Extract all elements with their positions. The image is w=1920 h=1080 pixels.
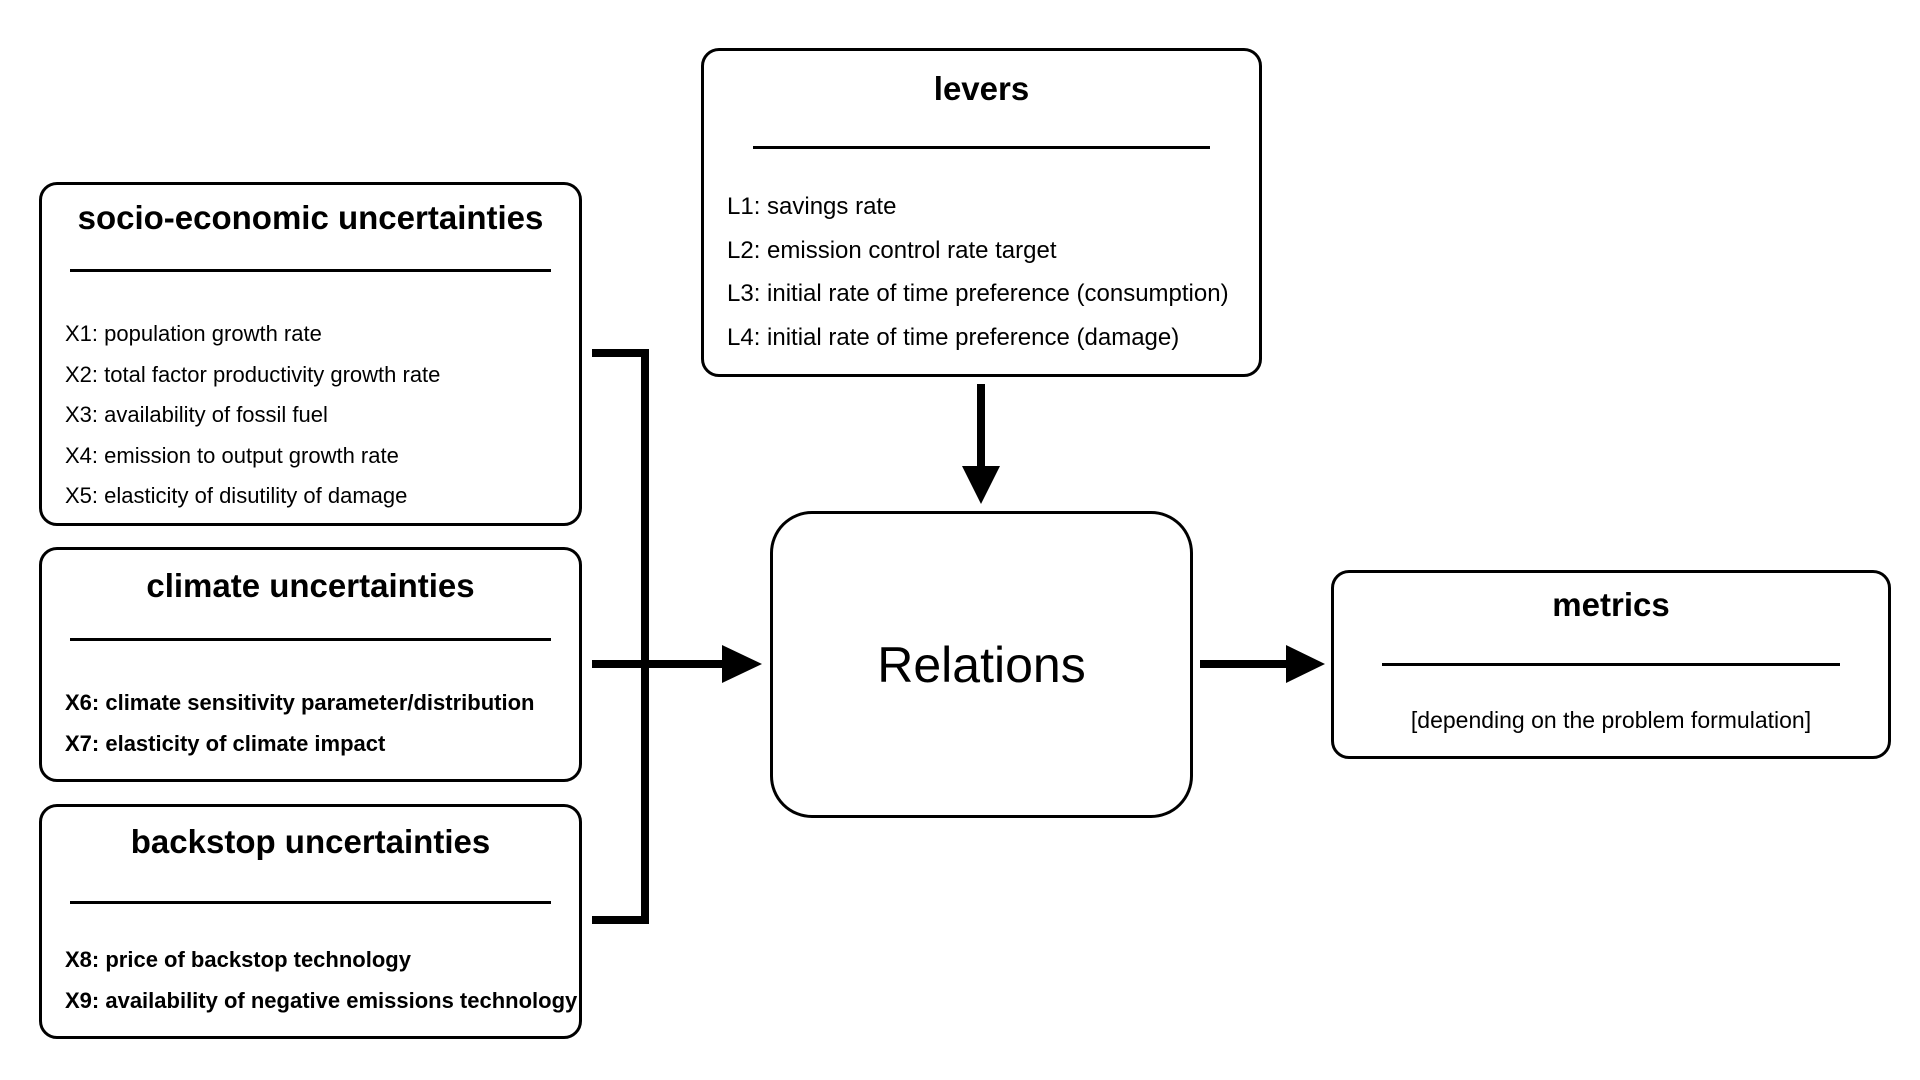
climate-divider <box>70 638 551 641</box>
uncertainty-item-x1: X1: population growth rate <box>65 321 322 346</box>
uncertainty-item-x8: X8: price of backstop technology <box>65 947 411 972</box>
metrics-divider <box>1382 663 1840 666</box>
lever-item-l2: L2: emission control rate target <box>727 236 1057 264</box>
climate-uncertainties-box: climate uncertainties X6: climate sensit… <box>39 547 582 782</box>
levers-title: levers <box>933 70 1030 107</box>
metrics-note: [depending on the problem formulation] <box>1410 707 1812 733</box>
uncertainty-item-x5: X5: elasticity of disutility of damage <box>65 483 408 508</box>
metrics-box: metrics [depending on the problem formul… <box>1331 570 1891 759</box>
lever-item-l1: L1: savings rate <box>727 193 897 220</box>
uncertainty-item-x2: X2: total factor productivity growth rat… <box>65 361 441 387</box>
uncertainty-item-x6: X6: climate sensitivity parameter/distri… <box>65 690 535 715</box>
backstop-divider <box>70 901 551 904</box>
uncertainty-item-x3: X3: availability of fossil fuel <box>65 402 328 427</box>
uncertainty-item-x7: X7: elasticity of climate impact <box>65 730 386 756</box>
relations-to-metrics-arrow-head <box>1286 645 1325 683</box>
relations-label: Relations <box>877 636 1086 693</box>
socio-economic-uncertainties-title: socio-economic uncertainties <box>77 199 544 236</box>
levers-box: levers L1: savings rate L2: emission con… <box>701 48 1262 377</box>
uncertainties-to-relations-arrow-head <box>722 645 762 683</box>
uncertainty-bracket <box>592 349 649 924</box>
climate-uncertainties-title: climate uncertainties <box>146 567 475 604</box>
backstop-uncertainties-title: backstop uncertainties <box>130 823 491 860</box>
uncertainty-item-x9: X9: availability of negative emissions t… <box>65 987 578 1013</box>
socio-economic-list: X1: population growth rate X2: total fac… <box>65 314 440 517</box>
uncertainty-item-x4: X4: emission to output growth rate <box>65 442 399 468</box>
lever-item-l4: L4: initial rate of time preference (dam… <box>727 323 1180 351</box>
levers-list: L1: savings rate L2: emission control ra… <box>727 185 1229 359</box>
relations-box: Relations <box>770 511 1193 818</box>
backstop-uncertainties-box: backstop uncertainties X8: price of back… <box>39 804 582 1039</box>
metrics-title: metrics <box>1552 586 1670 623</box>
lever-item-l3: L3: initial rate of time preference (con… <box>727 280 1229 307</box>
socio-economic-uncertainties-box: socio-economic uncertainties X1: populat… <box>39 182 582 526</box>
backstop-list: X8: price of backstop technology X9: ava… <box>65 940 577 1021</box>
levers-to-relations-arrow-head <box>962 466 1000 504</box>
levers-divider <box>753 146 1210 149</box>
socio-economic-divider <box>70 269 551 272</box>
climate-list: X6: climate sensitivity parameter/distri… <box>65 683 534 764</box>
